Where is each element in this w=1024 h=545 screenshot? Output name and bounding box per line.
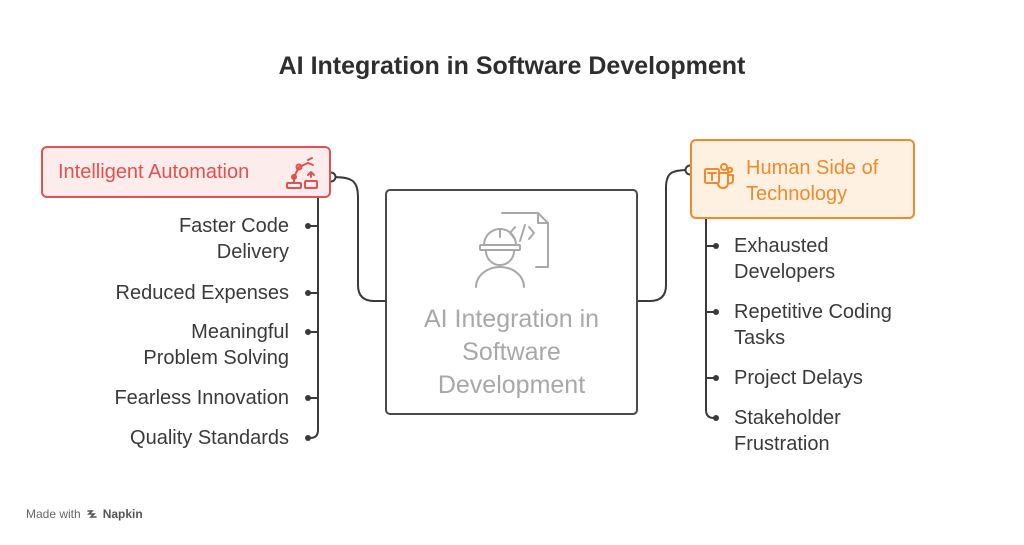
intelligent-automation-box bbox=[41, 146, 331, 198]
human-side-label-line: Human Side of bbox=[746, 157, 879, 179]
right-item-line: Exhausted bbox=[734, 235, 829, 257]
human-side-label: Human Side of Technology bbox=[746, 155, 906, 207]
napkin-logo-icon bbox=[86, 510, 97, 518]
right-item-stakeholder-frustration: Stakeholder Frustration bbox=[734, 405, 841, 457]
left-item-fearless-innovation: Fearless Innovation bbox=[114, 385, 289, 411]
left-item-line: Fearless Innovation bbox=[114, 387, 289, 409]
napkin-brand: Napkin bbox=[102, 507, 143, 521]
left-item-line: Faster Code bbox=[178, 215, 289, 237]
left-item-quality-standards: Quality Standards bbox=[130, 425, 289, 451]
left-item-line: Delivery bbox=[216, 241, 289, 263]
robot-arm-icon bbox=[286, 157, 318, 189]
right-item-line: Project Delays bbox=[734, 367, 863, 389]
right-item-repetitive-coding-tasks: Repetitive Coding Tasks bbox=[734, 299, 892, 351]
right-item-line: Tasks bbox=[734, 327, 786, 349]
right-item-exhausted-developers: Exhausted Developers bbox=[734, 233, 835, 285]
left-item-line: Meaningful bbox=[191, 321, 289, 343]
central-topic-box bbox=[385, 189, 638, 415]
central-topic-label: AI Integration in Software Development bbox=[387, 303, 636, 402]
developer-code-icon bbox=[475, 212, 549, 288]
central-topic-line: Development bbox=[437, 371, 586, 399]
right-item-line: Repetitive Coding bbox=[734, 301, 892, 323]
left-item-faster-code-delivery: Faster Code Delivery bbox=[179, 213, 289, 265]
right-item-project-delays: Project Delays bbox=[734, 365, 863, 391]
left-item-line: Quality Standards bbox=[130, 427, 289, 449]
left-item-line: Problem Solving bbox=[143, 347, 289, 369]
left-item-meaningful-problem-solving: Meaningful Problem Solving bbox=[143, 319, 289, 371]
central-topic-line: AI Integration in bbox=[423, 305, 600, 333]
teams-people-icon bbox=[704, 163, 734, 190]
intelligent-automation-label: Intelligent Automation bbox=[58, 161, 250, 183]
central-topic-line: Software bbox=[462, 338, 561, 366]
page-title: AI Integration in Software Development bbox=[278, 52, 746, 80]
made-with-napkin-footer: Made with Napkin bbox=[26, 507, 143, 521]
made-with-text: Made with bbox=[26, 507, 81, 521]
human-side-label-line: Technology bbox=[746, 183, 848, 205]
left-item-line: Reduced Expenses bbox=[115, 282, 289, 304]
right-item-line: Stakeholder bbox=[734, 407, 841, 429]
right-item-line: Developers bbox=[734, 261, 836, 283]
right-item-line: Frustration bbox=[734, 433, 830, 455]
left-item-reduced-expenses: Reduced Expenses bbox=[116, 280, 289, 306]
